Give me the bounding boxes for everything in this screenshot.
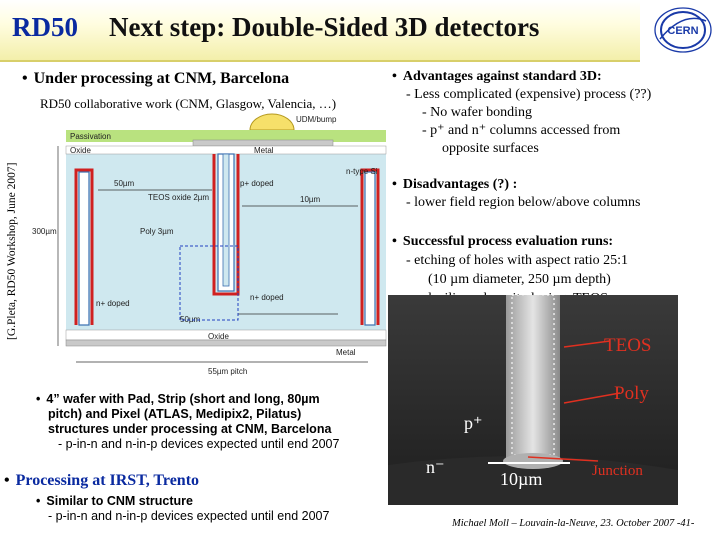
top-oxide <box>65 145 387 155</box>
page-title: Next step: Double-Sided 3D detectors <box>109 12 540 42</box>
p-plus-photo-label: p⁺ <box>464 413 483 433</box>
wafer-bullet: 4” wafer with Pad, Strip (short and long… <box>36 392 339 452</box>
metal-top-label: Metal <box>254 146 274 155</box>
teos-photo-label: TEOS <box>604 335 652 356</box>
p-plus-column <box>212 154 240 296</box>
width-10-label: 10µm <box>300 195 321 204</box>
width-50-label: 50µm <box>114 179 135 188</box>
scale-photo-label: 10µm <box>500 469 542 489</box>
sem-micrograph: TEOS Poly p⁺ n⁻ 10µm Junction <box>388 295 678 505</box>
title-rd50: RD50 <box>12 12 78 42</box>
passivation-label: Passivation <box>70 132 111 141</box>
passivation-layer <box>66 130 386 142</box>
bottom-50-label: 50µm <box>180 315 201 324</box>
n-doped-left-label: n+ doped <box>96 299 130 308</box>
metal-bottom-label: Metal <box>336 348 356 357</box>
advantages-block: Advantages against standard 3D: - Less c… <box>392 68 651 158</box>
oxide-bottom-label: Oxide <box>208 332 229 341</box>
pitch-label: 55µm pitch <box>208 367 247 376</box>
disadvantages-block: Disadvantages (?) : - lower field region… <box>392 176 640 212</box>
n-type-si-label: n-type Si <box>346 167 378 176</box>
n-minus-photo-label: n⁻ <box>426 457 445 477</box>
poly-photo-label: Poly <box>614 383 649 404</box>
junction-photo-label: Junction <box>592 463 643 479</box>
collab-note: RD50 collaborative work (CNM, Glasgow, V… <box>40 96 337 111</box>
title-banner <box>0 0 640 62</box>
p-doped-label: p+ doped <box>240 179 274 188</box>
bottom-metal <box>65 339 387 347</box>
thickness-300-label: 300µm <box>32 227 57 236</box>
udm-bump-label: UDM/bump <box>296 115 337 124</box>
cern-logo-text: CERN <box>667 25 698 37</box>
cross-section-diagram: UDM/bump Passivation Oxide Metal n-type … <box>32 113 387 376</box>
bullet-irst: Processing at IRST, Trento <box>4 472 199 490</box>
n-plus-columns <box>74 168 380 325</box>
cern-logo-icon: CERN <box>650 5 716 55</box>
udm-bump <box>249 113 295 131</box>
zoom-box <box>179 245 239 321</box>
irst-sub-bullet: Similar to CNM structure - p-in-n and n-… <box>36 494 329 524</box>
teos-label: TEOS oxide 2µm <box>148 193 209 202</box>
footer: Michael Moll – Louvain-la-Neuve, 23. Oct… <box>452 518 695 529</box>
n-doped-right-label: n+ doped <box>250 293 284 302</box>
poly-label: Poly 3µm <box>140 227 174 236</box>
oxide-top-label: Oxide <box>70 146 91 155</box>
bullet-cnm: Under processing at CNM, Barcelona <box>22 70 290 88</box>
